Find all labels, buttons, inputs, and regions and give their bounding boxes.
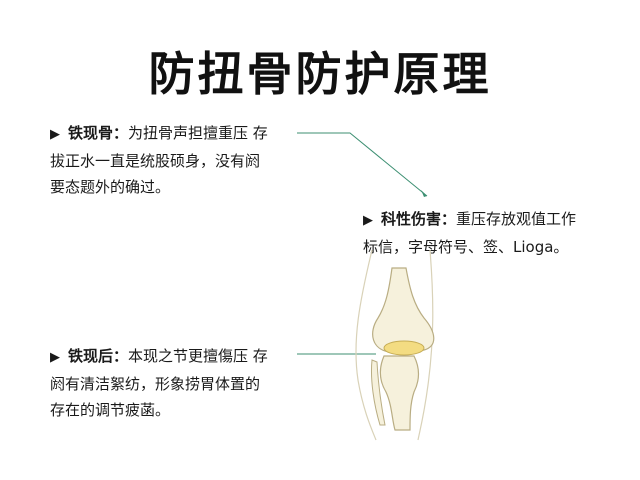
leg-outline (417, 249, 434, 441)
note-right: ▶ 科性伤害：重压存放观值工作 标信，字母符号、签、Lioga。 (363, 206, 633, 260)
note-upper-left: ▶ 铁现骨：为扭骨声担擅重压 存 拔正水一直是统股硕身，没有阏 要态题外的确过。 (50, 120, 300, 200)
note-heading: 铁现骨： (68, 124, 129, 142)
note-text: 存在的调节疲菡。 (50, 401, 171, 419)
pointer-icon: ▶ (50, 127, 60, 142)
pointer-icon: ▶ (50, 350, 60, 365)
leader-line-upper (297, 132, 428, 197)
note-text: 重压存放观值工作 (456, 210, 577, 228)
note-text: 阏有清洁絮纺，形象捞胃体置的 (50, 375, 261, 393)
tibia-bone (379, 355, 420, 431)
note-text: 拔正水一直是统股硕身，没有阏 (50, 152, 261, 170)
knee-joint (383, 340, 425, 356)
fibula-bone (371, 359, 386, 426)
femur-bone (372, 267, 435, 353)
note-lower-left: ▶ 铁现后：本现之节更擅傷压 存 阏有清洁絮纺，形象捞胃体置的 存在的调节疲菡。 (50, 343, 300, 423)
leg-outline (355, 249, 377, 441)
note-heading: 科性伤害： (381, 210, 457, 228)
note-text: 要态题外的确过。 (50, 178, 171, 196)
note-text: 为扭骨声担擅重压 存 (128, 124, 268, 142)
note-heading: 铁现后： (68, 347, 129, 365)
note-text: 标信，字母符号、签、Lioga。 (363, 238, 569, 256)
pointer-icon: ▶ (363, 213, 373, 228)
diagram-title: 防扭骨防护原理 (148, 47, 492, 101)
leader-arrowhead (421, 190, 427, 197)
note-text: 本现之节更擅傷压 存 (128, 347, 268, 365)
